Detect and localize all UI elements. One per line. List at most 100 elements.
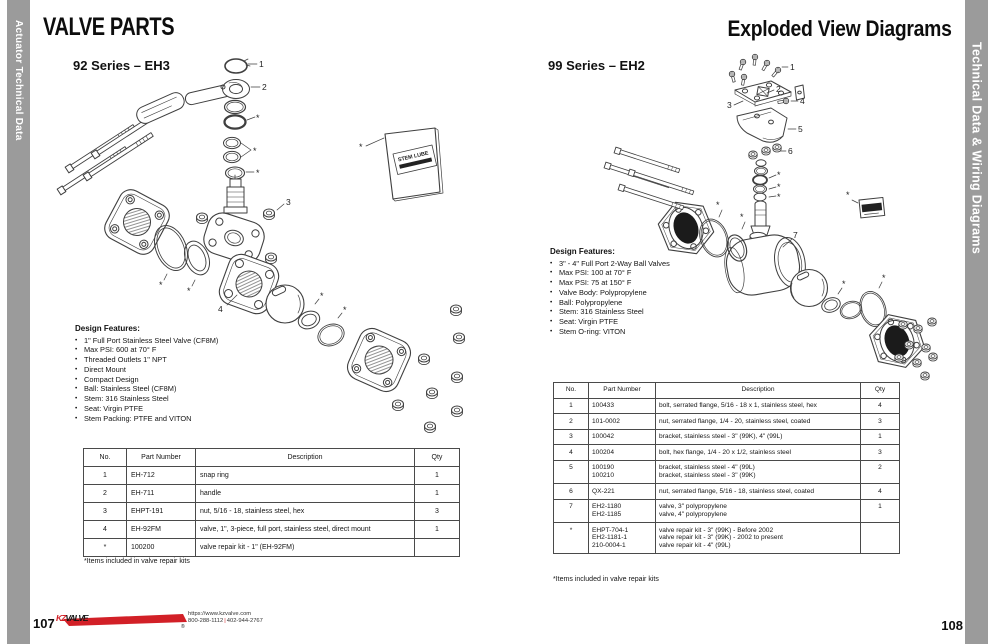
table-cell: 3 bbox=[860, 413, 900, 430]
contact-info: https://www.kzvalve.com 800-288-1112|402… bbox=[188, 611, 263, 625]
seat-ring bbox=[821, 297, 841, 313]
seat-ring bbox=[297, 310, 321, 330]
feature-text: Max PSI: 600 at 70° F bbox=[84, 345, 157, 355]
body-oring bbox=[154, 224, 188, 272]
feature-item: •Ball: Stainless Steel (CF8M) bbox=[75, 384, 285, 394]
asterisk-marker: * bbox=[882, 273, 886, 283]
feature-item: •1" Full Port Stainless Steel Valve (CF8… bbox=[75, 336, 285, 346]
bullet-dot: • bbox=[75, 375, 78, 383]
phone-secondary: 402-944-2767 bbox=[226, 617, 263, 624]
bullet-dot: • bbox=[550, 279, 553, 287]
design-features-list: • 3" - 4" Full Port 2-Way Ball Valves •Max… bbox=[550, 259, 720, 337]
phone-primary: 800-288-1112 bbox=[188, 617, 224, 624]
column-header: Description bbox=[195, 448, 415, 467]
table-cell: valve repair kit - 3" (99K) - Before 200… bbox=[655, 522, 861, 555]
bracket-bolts bbox=[728, 53, 783, 87]
series-92-heading: 92 Series – EH3 bbox=[73, 58, 170, 73]
feature-text: 3" - 4" Full Port 2-Way Ball Valves bbox=[559, 258, 670, 268]
column-header: Part Number bbox=[126, 448, 196, 467]
page-title-left: VALVE PARTS bbox=[43, 13, 175, 41]
feature-text: Stem: 316 Stainless Steel bbox=[559, 307, 644, 317]
sidebar-tab-right-label: Technical Data & Wiring Diagrams bbox=[969, 42, 984, 255]
feature-item: • Compact Design bbox=[75, 375, 285, 385]
table-cell: 1 bbox=[414, 466, 460, 485]
sidebar-tab-right: Technical Data & Wiring Diagrams bbox=[965, 0, 988, 644]
bullet-dot: • bbox=[75, 346, 78, 354]
outlet-flange bbox=[346, 327, 412, 393]
table-cell: nut, 5/16 - 18, stainless steel, hex bbox=[195, 502, 415, 521]
bullet-dot: • bbox=[550, 298, 553, 306]
feature-item: • Max PSI: 600 at 70° F bbox=[75, 345, 285, 355]
feature-item: •Stem O-ring: VITON bbox=[550, 327, 720, 337]
feature-text: Threaded Outlets 1" NPT bbox=[84, 355, 167, 365]
callout-labels: 1 2 3 4 * * * * * * * * bbox=[159, 59, 363, 315]
table-cell: 1 bbox=[83, 466, 127, 485]
feature-text: Compact Design bbox=[84, 374, 139, 384]
flange-oring bbox=[699, 218, 729, 258]
table-cell: 3 bbox=[83, 502, 127, 521]
table-cell: EH-711 bbox=[126, 484, 196, 503]
asterisk-marker: * bbox=[777, 192, 781, 202]
callout-4: 4 bbox=[218, 304, 223, 314]
seat-ring bbox=[183, 240, 211, 276]
table-cell: * bbox=[553, 522, 589, 555]
handle bbox=[136, 79, 250, 124]
table-cell: 5 bbox=[553, 459, 589, 485]
asterisk-marker: * bbox=[777, 170, 781, 180]
column-header: No. bbox=[83, 448, 127, 467]
table-cell: snap ring bbox=[195, 466, 415, 485]
bullet-dot: • bbox=[75, 414, 78, 422]
table-cell: 4 bbox=[83, 520, 127, 539]
callout-4: 4 bbox=[800, 96, 805, 106]
table-cell: 6 bbox=[553, 483, 589, 500]
sidebar-tab-left-label: Actuator Technical Data bbox=[13, 20, 24, 141]
phone-numbers: 800-288-1112|402-944-2767 bbox=[188, 618, 263, 625]
callout-6: 6 bbox=[788, 146, 793, 156]
asterisk-marker: * bbox=[253, 146, 257, 156]
table-cell: 4 bbox=[860, 483, 900, 500]
asterisk-marker: * bbox=[187, 286, 191, 296]
table-cell: * bbox=[83, 538, 127, 557]
page-number-right: 108 bbox=[941, 618, 963, 633]
ball bbox=[265, 284, 305, 324]
table-cell: 3 bbox=[860, 444, 900, 461]
table-cell: 2 bbox=[860, 459, 900, 485]
feature-text: Valve Body: Polypropylene bbox=[559, 287, 647, 297]
snap-ring bbox=[224, 58, 251, 74]
asterisk-marker: * bbox=[159, 280, 163, 290]
label-card bbox=[851, 196, 886, 219]
table-cell: 1 bbox=[860, 428, 900, 446]
design-features-99: Design Features: •3" - 4" Full Port 2-Wa… bbox=[550, 247, 720, 337]
stem-lube-card: STEM LUBE bbox=[365, 127, 444, 202]
asterisk-marker: * bbox=[256, 113, 260, 123]
stem-packing-stack bbox=[223, 99, 247, 180]
table-cell: 100190 100210 bbox=[588, 459, 656, 485]
series-99-heading: 99 Series – EH2 bbox=[548, 58, 645, 73]
callout-2: 2 bbox=[776, 84, 781, 94]
column-header: Qty bbox=[414, 448, 460, 467]
column-header: Qty bbox=[860, 382, 900, 399]
flange-bolts bbox=[603, 146, 695, 212]
bullet-dot: • bbox=[75, 356, 78, 364]
callout-7: 7 bbox=[793, 230, 798, 240]
table-cell: 1 bbox=[414, 520, 460, 539]
table-cell: 2 bbox=[553, 413, 589, 430]
feature-item: •Max PSI: 75 at 150° F bbox=[550, 278, 720, 288]
table-cell: valve, 1", 3-piece, full port, stainless… bbox=[195, 520, 415, 539]
bullet-dot: • bbox=[550, 308, 553, 316]
feature-item: • Stem: 316 Stainless Steel bbox=[550, 307, 720, 317]
body-oring bbox=[317, 323, 345, 347]
bullet-dot: • bbox=[550, 288, 553, 296]
stem-oring-stack bbox=[752, 159, 768, 202]
valve-body bbox=[218, 253, 280, 315]
logo-kz: KZ bbox=[56, 613, 67, 623]
asterisk-marker: * bbox=[740, 212, 744, 222]
asterisk-marker: * bbox=[716, 200, 720, 210]
